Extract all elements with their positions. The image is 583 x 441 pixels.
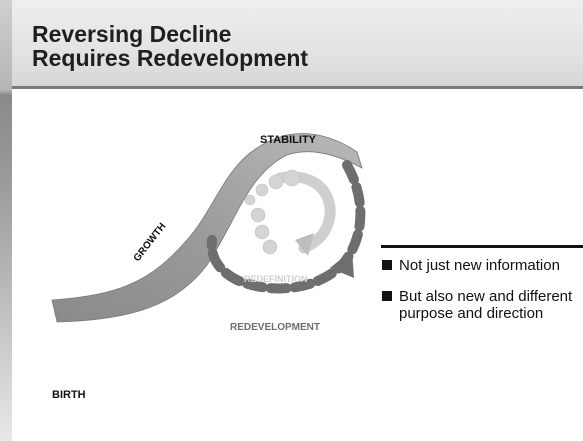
redefinition-arrowhead — [295, 233, 314, 256]
dot-trail — [244, 169, 301, 255]
label-stability: STABILITY — [260, 134, 317, 146]
bullet-item: Not just new information — [382, 257, 582, 274]
bullet-text: But also new and different purpose and d… — [399, 288, 573, 322]
label-birth: BIRTH — [52, 389, 86, 401]
lifecycle-diagram: STABILITY GROWTH BIRTH REDEFINITION REDE… — [51, 133, 366, 401]
growth-curve-ribbon — [51, 133, 363, 323]
title-underline — [12, 86, 583, 89]
bullet-item: But also new and different purpose and d… — [382, 288, 582, 322]
bullets-divider — [381, 245, 583, 248]
redefinition-arc — [274, 171, 336, 254]
label-redevelopment: REDEVELOPMENT — [230, 322, 320, 333]
title-line-2: Requires Redevelopment — [32, 45, 309, 71]
left-accent-bar — [0, 0, 12, 441]
redevelopment-arc — [206, 160, 366, 294]
bullet-square-icon — [382, 291, 392, 301]
redevelopment-arrowhead — [330, 250, 354, 278]
bullet-text: Not just new information — [399, 257, 560, 274]
title-band — [12, 0, 583, 87]
bullet-square-icon — [382, 260, 392, 270]
label-growth: GROWTH — [132, 221, 169, 264]
slide-title: Reversing Decline Requires Redevelopment — [32, 22, 308, 70]
title-line-1: Reversing Decline — [32, 21, 232, 47]
bullet-list: Not just new information But also new an… — [382, 257, 582, 336]
label-redefinition: REDEFINITION — [244, 274, 308, 284]
